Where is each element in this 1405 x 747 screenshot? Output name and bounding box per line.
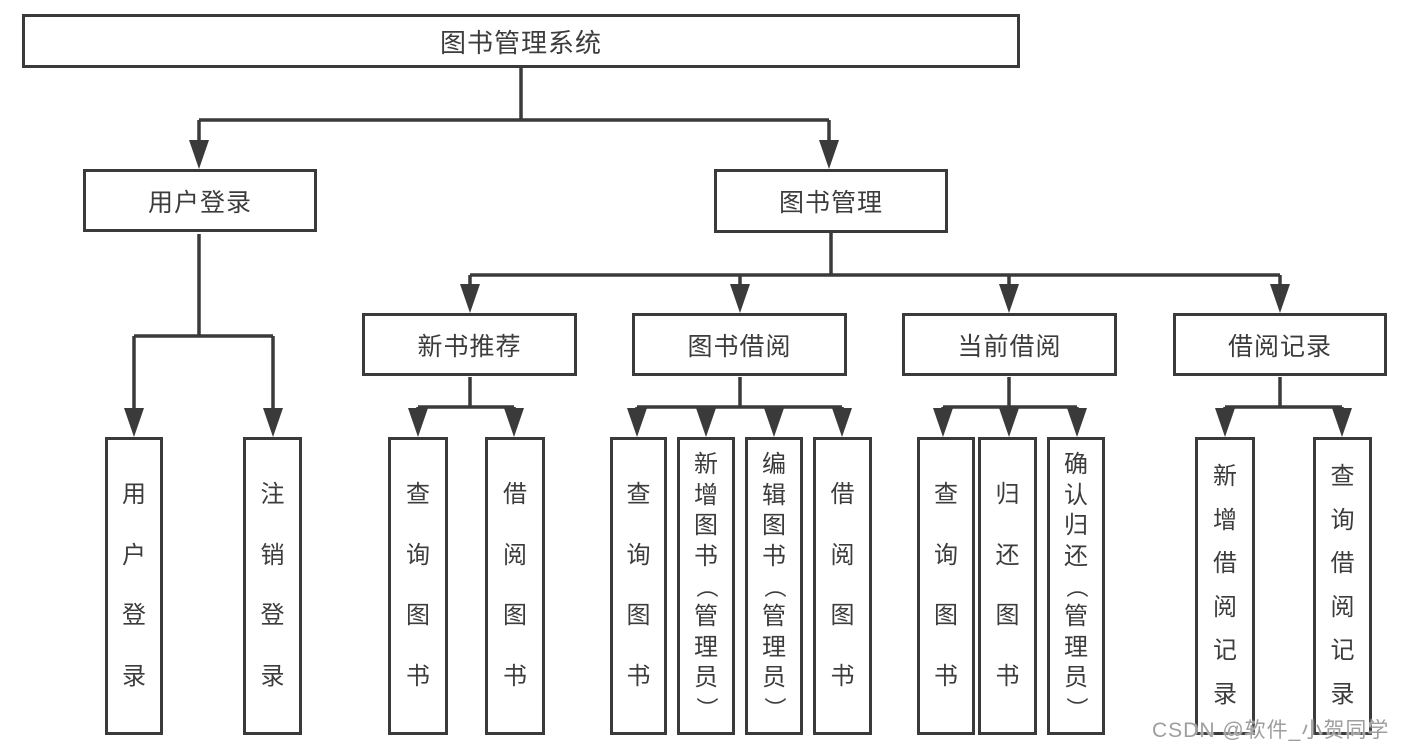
leaf-return-books: 归还图书	[978, 437, 1037, 735]
arrow-down-icon	[124, 408, 144, 437]
arrow-down-icon	[999, 408, 1019, 437]
arrow-down-icon	[504, 408, 524, 437]
arrow-down-icon	[1215, 408, 1235, 437]
leaf-query-books-current: 查询图书	[917, 437, 975, 735]
arrow-down-icon	[1332, 408, 1352, 437]
leaf-add-book-admin: 新增图书（管理员）	[677, 437, 735, 735]
leaf-edit-book-admin: 编辑图书（管理员）	[745, 437, 803, 735]
leaf-borrow-books-recommend: 借阅图书	[485, 437, 545, 735]
leaf-borrow-books: 借阅图书	[813, 437, 872, 735]
arrow-down-icon	[408, 408, 428, 437]
arrow-down-icon	[819, 140, 839, 169]
leaf-add-borrow-record: 新增借阅记录	[1195, 437, 1255, 735]
node-current-borrowing: 当前借阅	[902, 313, 1117, 376]
csdn-watermark: CSDN @软件_小贺同学	[1152, 719, 1390, 742]
leaf-query-books-recommend: 查询图书	[388, 437, 448, 735]
arrow-down-icon	[263, 408, 283, 437]
node-library-management-system: 图书管理系统	[22, 14, 1020, 68]
node-book-borrowing: 图书借阅	[632, 313, 847, 376]
arrow-down-icon	[933, 408, 953, 437]
arrow-down-icon	[460, 284, 480, 313]
node-user-login: 用户登录	[83, 169, 317, 232]
arrow-down-icon	[999, 284, 1019, 313]
node-book-management: 图书管理	[714, 169, 948, 233]
arrow-down-icon	[1067, 408, 1087, 437]
arrow-down-icon	[832, 408, 852, 437]
arrow-down-icon	[189, 140, 209, 169]
leaf-logout: 注销登录	[243, 437, 302, 735]
tree-branch-lines	[132, 68, 1344, 410]
node-borrowing-records: 借阅记录	[1173, 313, 1387, 376]
leaf-confirm-return-admin: 确认归还（管理员）	[1047, 437, 1105, 735]
leaf-query-borrow-record: 查询借阅记录	[1313, 437, 1372, 735]
arrow-down-icon	[764, 408, 784, 437]
leaf-query-books-borrow: 查询图书	[610, 437, 667, 735]
arrow-down-icon	[1270, 284, 1290, 313]
arrow-down-icon	[730, 284, 750, 313]
leaf-user-login: 用户登录	[105, 437, 163, 735]
node-new-book-recommend: 新书推荐	[362, 313, 577, 376]
arrow-down-icon	[696, 408, 716, 437]
arrow-down-icon	[627, 408, 647, 437]
arrowhead-icons	[124, 140, 1352, 437]
